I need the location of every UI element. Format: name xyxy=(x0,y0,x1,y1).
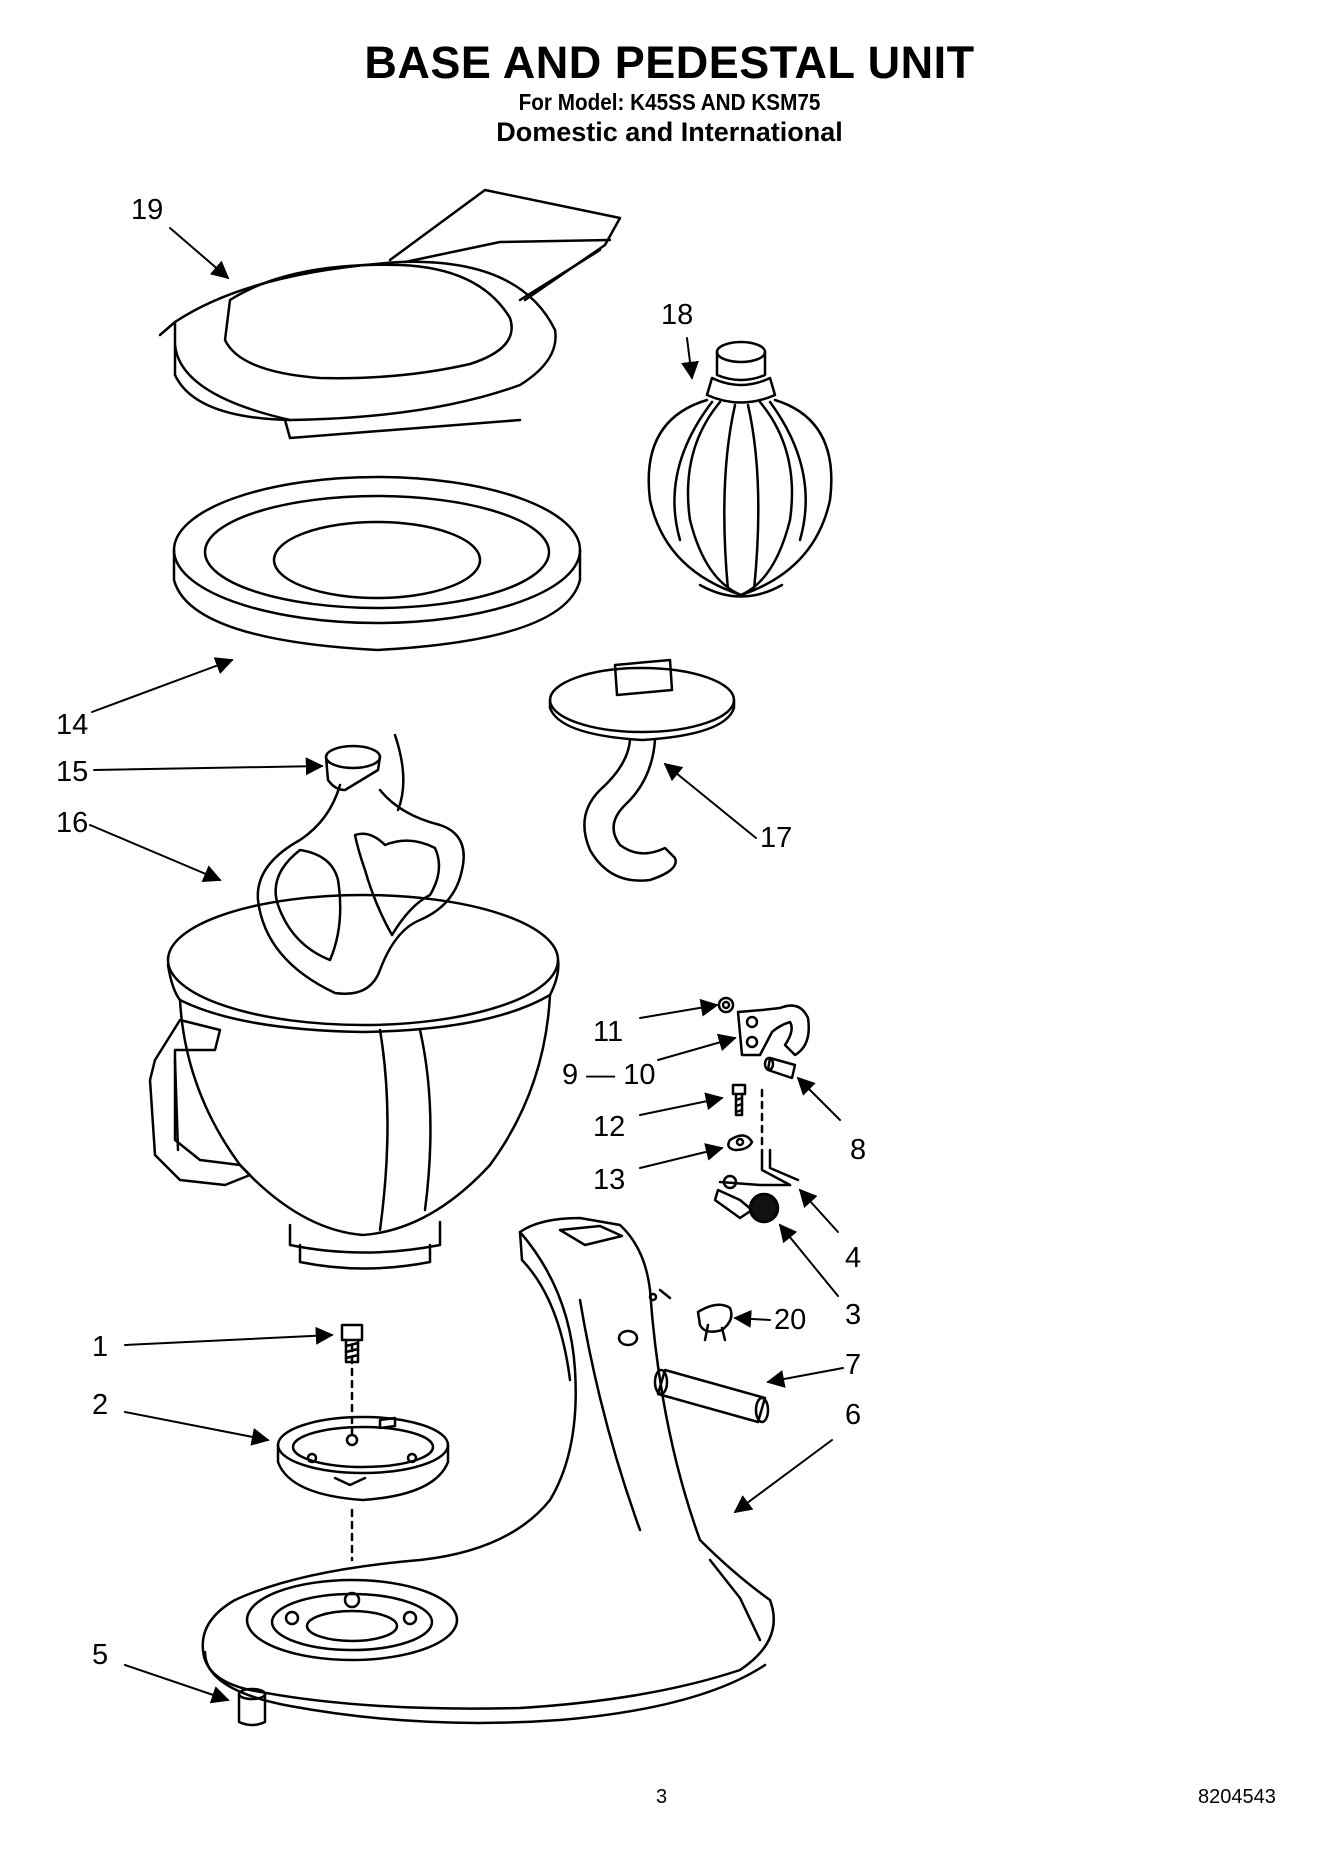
callout-3: 3 xyxy=(845,1299,862,1331)
callout-4: 4 xyxy=(845,1242,862,1274)
callout-9-10: 9 — 10 xyxy=(562,1059,656,1091)
pin-small-icon xyxy=(763,1056,797,1080)
leader-arrows xyxy=(89,227,844,1704)
document-number: 8204543 xyxy=(1198,1786,1276,1808)
dough-hook-icon xyxy=(548,658,736,882)
callout-1: 1 xyxy=(92,1331,109,1363)
callout-8: 8 xyxy=(850,1134,867,1166)
pedestal-icon xyxy=(201,1216,775,1725)
scope-subtitle: Domestic and International xyxy=(496,117,843,147)
callout-12: 12 xyxy=(593,1111,626,1143)
callout-13: 13 xyxy=(593,1164,626,1196)
callout-16: 16 xyxy=(56,807,89,839)
callout-14: 14 xyxy=(56,709,89,741)
page-title: BASE AND PEDESTAL UNIT xyxy=(364,37,975,88)
nut-icon xyxy=(717,996,735,1014)
callout-2: 2 xyxy=(92,1389,109,1421)
callout-18: 18 xyxy=(661,299,694,331)
callout-19: 19 xyxy=(131,194,164,226)
callout-6: 6 xyxy=(845,1399,862,1431)
screw-icon xyxy=(340,1323,364,1364)
callout-20: 20 xyxy=(774,1304,807,1336)
page-number: 3 xyxy=(656,1786,668,1808)
clamp-plate-icon xyxy=(736,1004,810,1057)
callout-17: 17 xyxy=(760,822,793,854)
plug-icon xyxy=(696,1303,733,1342)
callout-7: 7 xyxy=(845,1349,862,1381)
bowl-icon xyxy=(148,893,560,1270)
pouring-shield-icon xyxy=(158,188,622,440)
foot-icon xyxy=(237,1687,267,1727)
flat-beater-icon xyxy=(256,733,465,995)
pouring-shield-ring-icon xyxy=(172,475,582,652)
lever-icon xyxy=(718,1148,800,1187)
model-subtitle: For Model: K45SS AND KSM75 xyxy=(518,89,821,115)
callout-15: 15 xyxy=(56,756,89,788)
washer-icon xyxy=(727,1134,754,1152)
base-plate-icon xyxy=(276,1415,450,1502)
screw-small-icon xyxy=(731,1083,747,1117)
diagram-header: BASE AND PEDESTAL UNIT For Model: K45SS … xyxy=(0,38,1339,148)
callout-5: 5 xyxy=(92,1639,109,1671)
callout-11: 11 xyxy=(593,1016,624,1048)
wire-whip-icon xyxy=(647,340,833,598)
knob-icon xyxy=(713,1174,780,1224)
pin-icon xyxy=(653,1368,770,1424)
